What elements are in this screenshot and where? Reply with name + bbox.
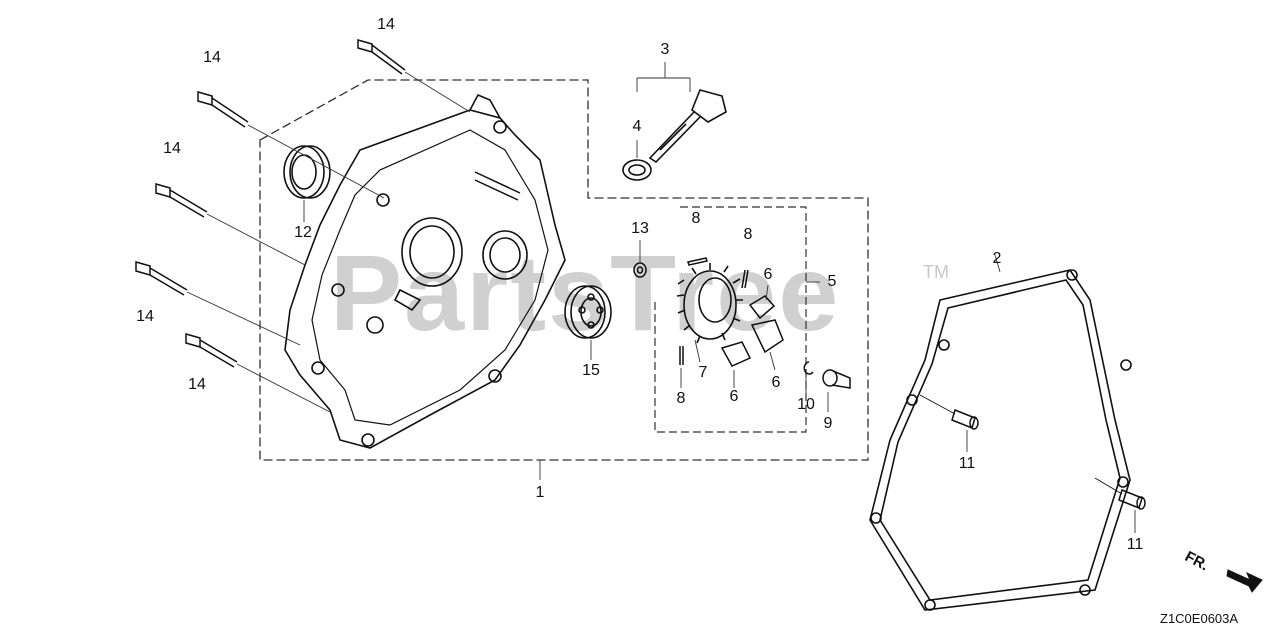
washer-13 — [474, 171, 647, 278]
diagram-code: Z1C0E0603A — [1160, 611, 1239, 626]
callout-1: 1 — [535, 484, 545, 501]
callout-8-top: 8 — [691, 210, 701, 227]
callout-15: 15 — [582, 362, 600, 379]
callout-6-right: 6 — [771, 374, 781, 391]
callout-9: 9 — [823, 415, 833, 432]
governor-gear-7 — [676, 263, 743, 344]
callout-13: 13 — [631, 220, 649, 237]
governor-pins-8 — [679, 257, 749, 365]
callout-3: 3 — [660, 41, 670, 58]
callout-8-bottom: 8 — [676, 390, 686, 407]
callout-6-top: 6 — [763, 266, 773, 283]
callout-14-lower-left: 14 — [136, 308, 154, 325]
dowel-pins-11 — [919, 394, 1146, 510]
callout-14-bottom: 14 — [188, 376, 206, 393]
oil-filler-cap-4 — [622, 89, 727, 181]
circlip-10 — [803, 361, 814, 375]
assembly-outline-1 — [259, 79, 869, 461]
callout-14-mid-left: 14 — [163, 140, 181, 157]
bearing-15 — [564, 285, 612, 339]
trademark-mark: TM — [923, 262, 949, 282]
bolts-14 — [135, 39, 406, 368]
crankcase-cover — [284, 93, 566, 449]
front-arrow-icon — [1226, 569, 1263, 593]
callout-11-right: 11 — [1126, 536, 1144, 553]
callout-leaders — [303, 62, 1136, 533]
bolt-leaders — [186, 71, 471, 413]
oil-seal-12 — [283, 145, 331, 199]
callout-7: 7 — [698, 364, 708, 381]
callout-4: 4 — [632, 118, 642, 135]
callout-12: 12 — [294, 224, 312, 241]
callout-2: 2 — [992, 250, 1002, 267]
callout-11-left: 11 — [958, 455, 976, 472]
callout-10: 10 — [797, 396, 815, 413]
governor-slider-6 — [720, 295, 784, 367]
callout-6-bottom: 6 — [729, 388, 739, 405]
assembly-outline-5 — [654, 206, 807, 433]
callout-14-top: 14 — [377, 16, 395, 33]
shaft-9 — [822, 369, 851, 389]
callout-14-upper-left: 14 — [203, 49, 221, 66]
callout-8-right: 8 — [743, 226, 753, 243]
gasket-2 — [869, 269, 1132, 611]
callout-5: 5 — [827, 273, 837, 290]
